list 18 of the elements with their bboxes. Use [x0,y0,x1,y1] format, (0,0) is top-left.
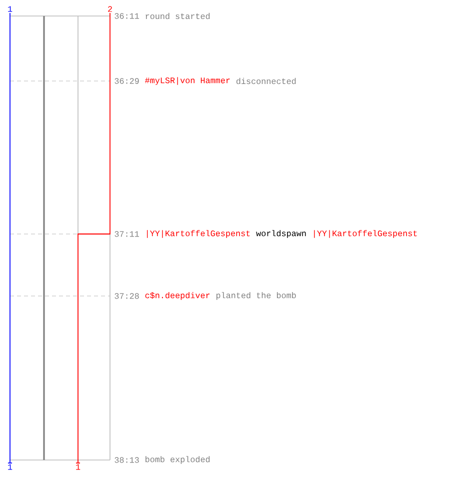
timestamp: 38:13 [114,457,139,463]
event-text: planted the bomb [216,292,296,300]
player-name: |YY|KartoffelGespenst [146,230,250,238]
timestamp: 36:29 [114,78,139,84]
timestamp: 37:28 [114,293,139,299]
player-count: 1 [8,464,12,470]
player-name: |YY|KartoffelGespenst [314,230,417,238]
event-text: worldspawn [256,230,306,238]
player-name: c$n.deepdiver [145,292,210,300]
event-text: round started [146,12,210,20]
player-count: 1 [8,6,12,12]
timestamp: 36:11 [114,13,139,19]
event-text: bomb exploded [146,456,210,464]
player-count: 2 [108,6,112,12]
timestamp: 37:11 [114,231,139,237]
player-count: 1 [76,464,80,470]
player-name: #myLSR|von Hammer [145,77,230,85]
event-text: disconnected [236,78,296,84]
